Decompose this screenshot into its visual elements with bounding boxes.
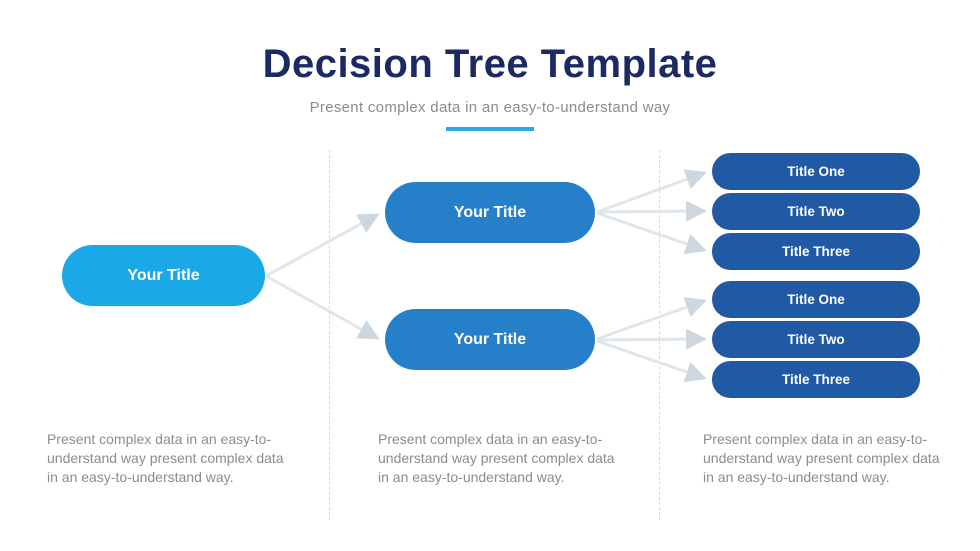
- arrow-root-to-branch-2: [265, 274, 380, 340]
- arrow-branch1-to-leaf1: [596, 169, 707, 214]
- column-divider-right: [659, 150, 660, 520]
- footnote-right: Present complex data in an easy-to-under…: [703, 431, 940, 485]
- footnote-left: Present complex data in an easy-to-under…: [47, 431, 284, 485]
- arrow-root-to-branch-1: [265, 213, 380, 278]
- decision-node-leaf-1-1: Title One: [712, 153, 920, 190]
- decision-node-branch-2: Your Title: [385, 309, 595, 370]
- decision-node-branch-1: Your Title: [385, 182, 595, 243]
- decision-node-leaf-2-3: Title Three: [712, 361, 920, 398]
- decision-node-leaf-1-2: Title Two: [712, 193, 920, 230]
- accent-underline: [446, 127, 534, 131]
- arrow-branch2-to-leaf2: [596, 328, 707, 350]
- arrow-branch2-to-leaf3: [596, 339, 707, 383]
- column-divider-left: [329, 150, 330, 520]
- decision-node-root: Your Title: [62, 245, 265, 306]
- decision-node-leaf-2-2: Title Two: [712, 321, 920, 358]
- decision-node-leaf-1-3: Title Three: [712, 233, 920, 270]
- arrow-branch2-to-leaf1: [596, 297, 707, 341]
- page-subtitle: Present complex data in an easy-to-under…: [309, 99, 671, 116]
- decision-node-leaf-2-1: Title One: [712, 281, 920, 318]
- page-title: Decision Tree Template: [262, 42, 718, 86]
- arrow-branch1-to-leaf3: [596, 211, 707, 255]
- arrow-branch1-to-leaf2: [596, 200, 707, 222]
- footnote-middle: Present complex data in an easy-to-under…: [378, 431, 615, 485]
